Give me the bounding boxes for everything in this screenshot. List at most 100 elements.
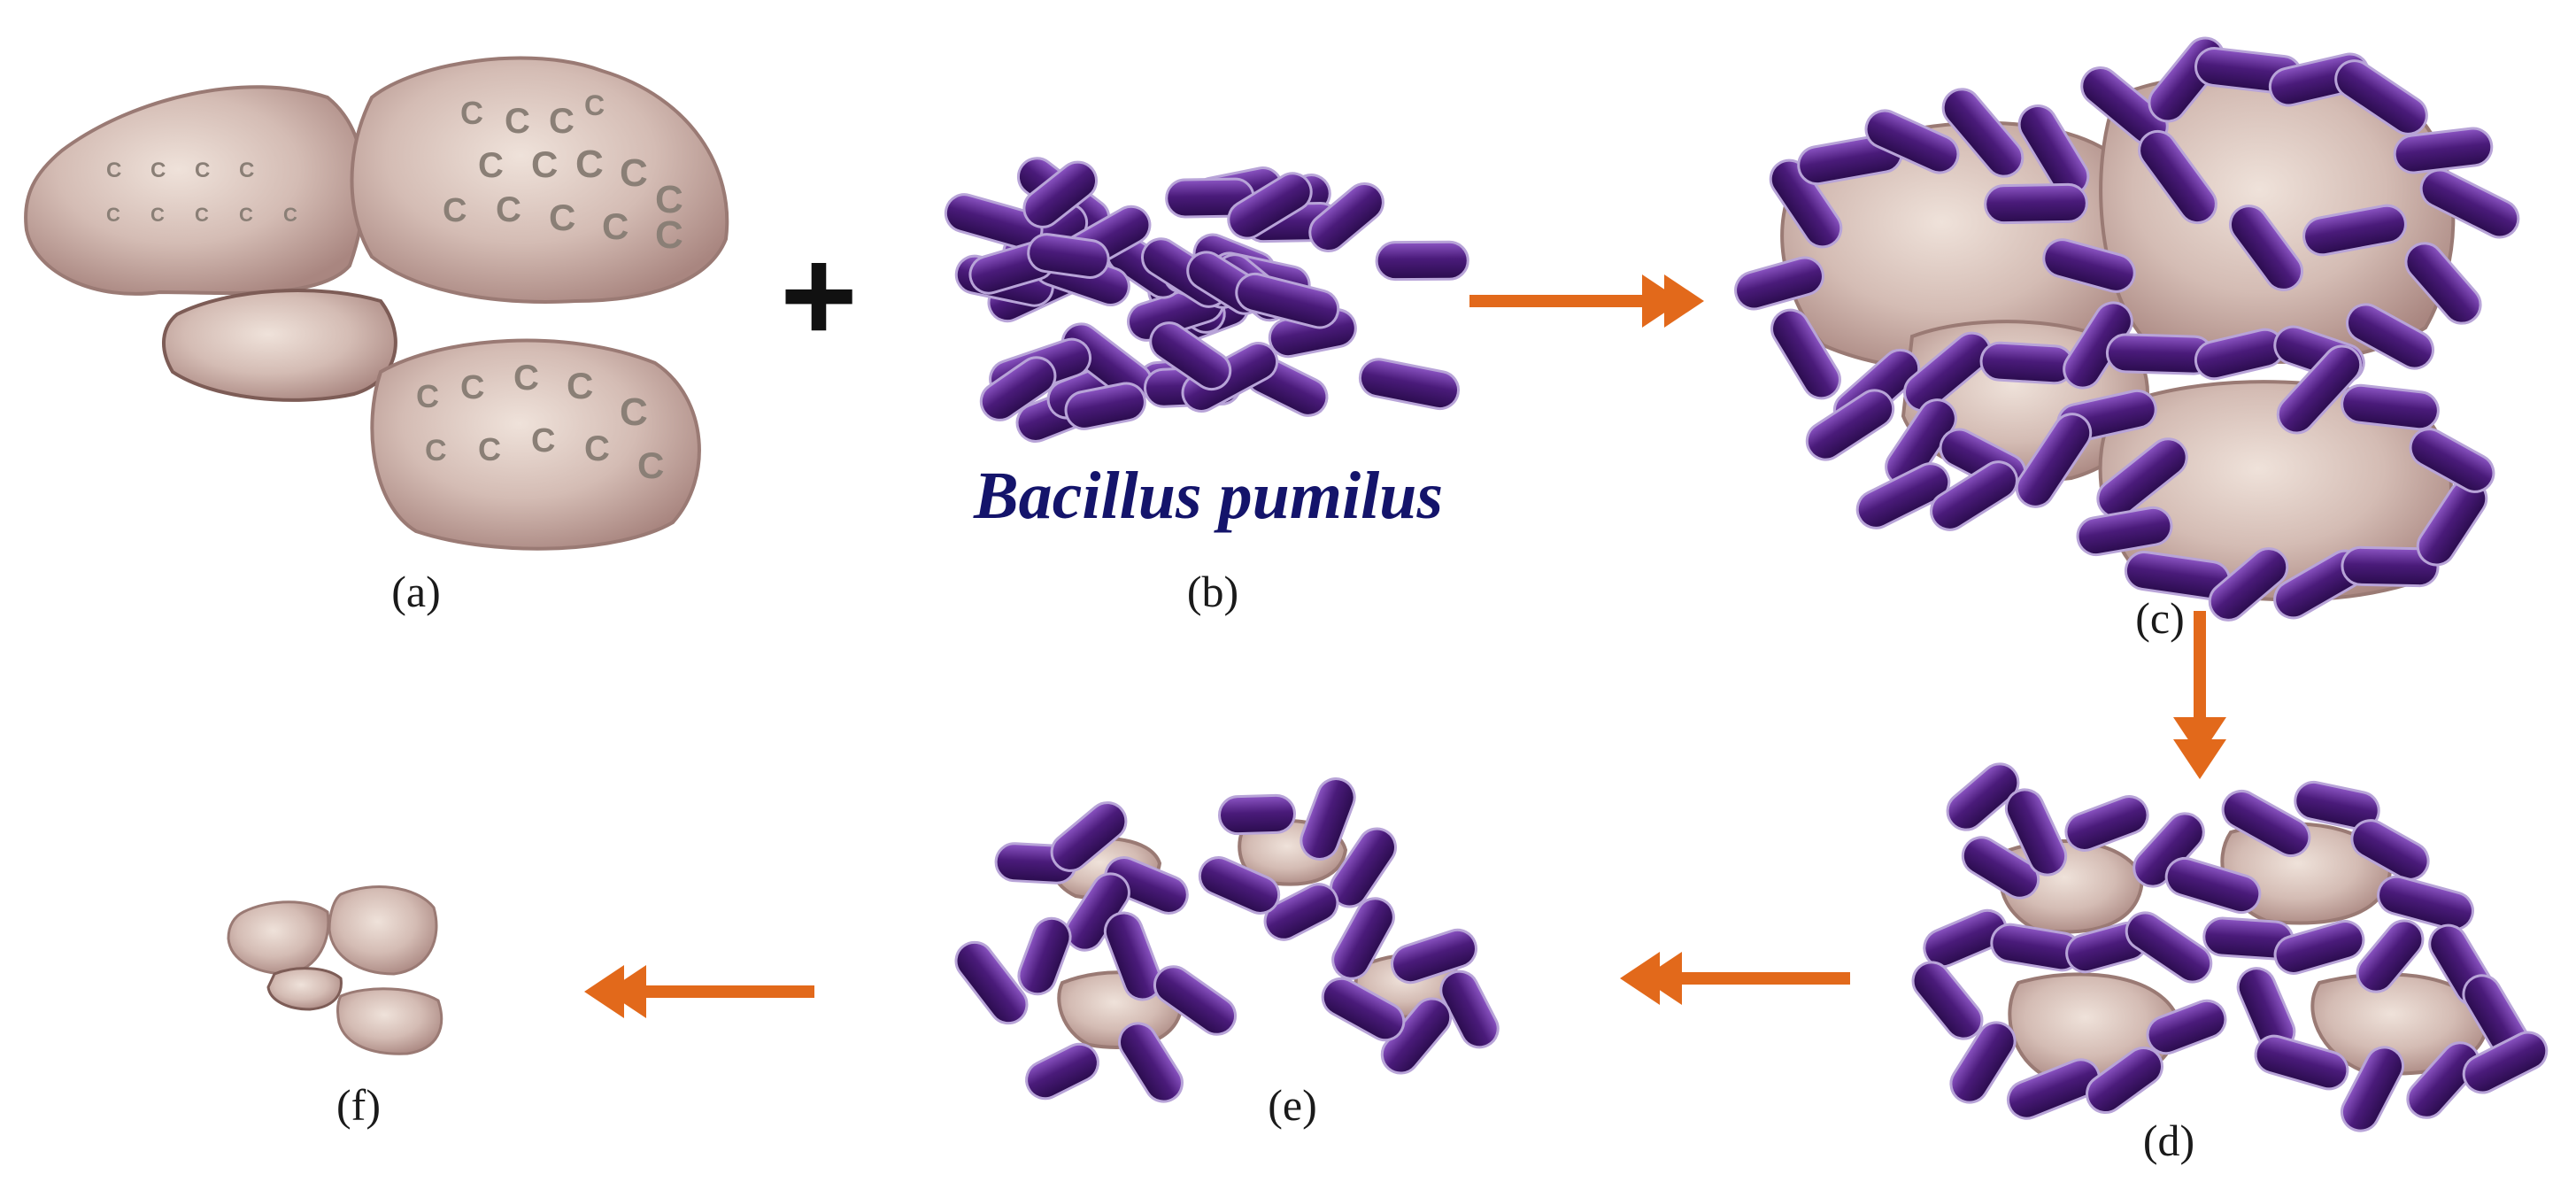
carbon-marker: C bbox=[531, 422, 555, 460]
ore-particle bbox=[24, 85, 366, 296]
bacterium bbox=[1064, 382, 1146, 430]
panel-label-c: (c) bbox=[2135, 593, 2185, 643]
bacterium bbox=[2356, 919, 2425, 993]
ore-particle bbox=[370, 338, 701, 551]
bacterium bbox=[1300, 777, 1356, 861]
panel-label-b: (b) bbox=[1187, 567, 1238, 616]
carbon-marker: C bbox=[150, 204, 165, 226]
bacterium bbox=[1027, 233, 1110, 279]
bacterium bbox=[2346, 303, 2434, 370]
arrow-left bbox=[584, 965, 814, 1018]
bacterium bbox=[1218, 793, 1296, 836]
carbon-marker: C bbox=[195, 204, 209, 226]
bacterium bbox=[2076, 506, 2173, 557]
carbon-marker: C bbox=[531, 143, 558, 185]
bacterium bbox=[2164, 856, 2262, 915]
bacterium bbox=[1984, 182, 2088, 225]
bacterium bbox=[2404, 242, 2482, 325]
bacterium bbox=[1235, 272, 1340, 329]
carbon-marker: C bbox=[106, 158, 121, 182]
bacterium bbox=[1864, 109, 1960, 174]
panel-label-f: (f) bbox=[336, 1080, 381, 1130]
bacterium bbox=[2064, 795, 2149, 852]
bacterium bbox=[2393, 127, 2494, 174]
bacterium bbox=[2086, 1046, 2163, 1115]
bacterium bbox=[1263, 883, 1339, 941]
carbon-marker: C bbox=[239, 158, 254, 182]
bacterium bbox=[1321, 977, 1406, 1042]
carbon-marker: C bbox=[478, 146, 504, 185]
bacterium bbox=[1949, 1021, 2017, 1104]
bacterium bbox=[2406, 1041, 2480, 1119]
ore-particle bbox=[336, 987, 443, 1055]
bacterium bbox=[1946, 762, 2020, 831]
bacterium bbox=[1227, 172, 1313, 240]
bacterium bbox=[1855, 462, 1951, 529]
bacterium bbox=[1153, 965, 1238, 1036]
bacterium bbox=[1770, 308, 1841, 400]
bacterium bbox=[1930, 460, 2018, 531]
bacterium bbox=[1331, 897, 1395, 980]
carbon-marker: C bbox=[239, 204, 253, 226]
panel-e-dispersed-fragments: (e) bbox=[954, 777, 1500, 1130]
bacterium bbox=[1118, 1022, 1184, 1103]
panel-label-d: (d) bbox=[2143, 1116, 2194, 1165]
bacterium bbox=[2334, 59, 2428, 135]
bacterium bbox=[1104, 856, 1189, 915]
bacterium bbox=[1769, 158, 1843, 249]
carbon-marker: C bbox=[602, 205, 629, 247]
bacterium bbox=[2228, 205, 2304, 291]
carbon-marker: C bbox=[567, 365, 593, 406]
panel-b-bacteria-cluster: Bacillus pumilus (b) bbox=[944, 157, 1469, 616]
panel-label-a: (a) bbox=[391, 567, 441, 616]
plus-sign: + bbox=[780, 220, 858, 369]
ore-particle bbox=[350, 56, 729, 304]
carbon-marker: C bbox=[150, 158, 166, 182]
carbon-marker: C bbox=[478, 431, 501, 467]
bacterium bbox=[2221, 789, 2311, 858]
bacterium bbox=[2350, 819, 2430, 881]
carbon-marker: C bbox=[584, 429, 610, 468]
species-name: Bacillus pumilus bbox=[973, 459, 1443, 533]
panel-c-bacterial-attachment: (c) bbox=[1734, 36, 2520, 643]
carbon-marker: C bbox=[655, 178, 683, 221]
carbon-marker: C bbox=[505, 102, 530, 141]
carbon-marker: C bbox=[460, 95, 483, 131]
bacterium bbox=[2015, 413, 2093, 508]
bacterium bbox=[2096, 437, 2188, 519]
carbon-marker: C bbox=[425, 434, 447, 467]
bacterium bbox=[2377, 875, 2474, 931]
bacterium bbox=[979, 356, 1057, 421]
bacterium bbox=[2409, 428, 2495, 493]
ore-particle bbox=[266, 967, 343, 1011]
carbon-marker: C bbox=[620, 390, 648, 434]
carbon-marker: C bbox=[195, 158, 210, 182]
bacterium bbox=[1923, 908, 2008, 969]
bacterium bbox=[1022, 160, 1099, 228]
ore-particle bbox=[227, 900, 330, 976]
bacterium bbox=[1198, 856, 1281, 915]
bacterium bbox=[1050, 801, 1128, 872]
bacterium bbox=[2004, 788, 2068, 877]
bacterium bbox=[2276, 344, 2363, 435]
carbon-marker: C bbox=[584, 89, 605, 121]
arrow-left bbox=[1620, 952, 1850, 1005]
arrow-down bbox=[2173, 611, 2226, 779]
bacterium bbox=[2302, 204, 2407, 257]
bacterium bbox=[1979, 341, 2075, 385]
bacterium bbox=[2146, 999, 2227, 1055]
bacterium bbox=[1308, 182, 1384, 253]
panel-label-e: (e) bbox=[1268, 1080, 1317, 1130]
carbon-marker: C bbox=[283, 204, 297, 226]
bacterium bbox=[1017, 916, 1072, 996]
carbon-marker: C bbox=[655, 213, 683, 257]
bacterium bbox=[1358, 358, 1461, 411]
bacterium bbox=[2462, 1031, 2549, 1094]
bacterium bbox=[2208, 547, 2289, 622]
bacterium bbox=[1941, 88, 2025, 178]
bacterium bbox=[1391, 928, 1477, 985]
bacterium bbox=[1375, 240, 1469, 282]
carbon-marker: C bbox=[460, 369, 484, 406]
bacterium bbox=[2419, 168, 2520, 239]
